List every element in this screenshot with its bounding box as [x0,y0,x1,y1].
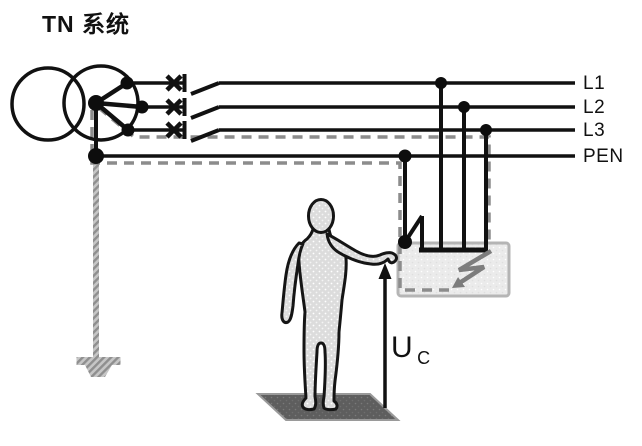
fuse-switch-l1 [165,74,220,96]
earth-symbol-base [85,365,112,377]
earth-electrode-icon [76,158,121,377]
person-body [297,227,348,412]
label-l3: L3 [583,120,605,141]
switch-blade-l1 [190,81,220,96]
fault-lightning-arrowhead [452,277,465,288]
uc-symbol: U [391,331,413,364]
junction-dots [88,76,492,249]
contact-dot [398,235,412,249]
diagram-title: TN 系统 [42,11,131,37]
tap-dot-pen [398,149,412,163]
pen-earth-node-dot [88,148,104,164]
fuse-switch-l3 [165,121,220,143]
fault-lightning-icon [452,249,493,288]
winding-dot-l2 [135,100,149,114]
transformer-primary-winding [10,66,86,142]
fault-lightning-zigzag [457,249,493,284]
person-left-arm [280,241,305,324]
touch-voltage-label: U C [391,331,430,368]
person-right-arm [325,232,398,266]
conductor-lines [96,81,575,158]
person-figure [280,198,398,412]
tap-dot-l1 [435,77,447,89]
fuse-icon-l1-cross [165,74,183,92]
pe-dashed-path-lower [90,110,453,292]
appliance-feed [403,83,488,253]
touch-voltage-arrow [378,263,392,408]
fuse-switch-group [165,74,220,143]
earth-symbol-bar [76,357,121,365]
fuse-icon-l3-cross [165,121,183,139]
winding-dot-l1 [120,76,134,90]
switch-blade-l2 [190,105,220,120]
uc-arrowhead-icon [378,263,392,279]
label-l2: L2 [583,97,605,118]
uc-subscript: C [417,348,430,368]
switch-blade-l3 [190,128,220,143]
fuse-icon-l2-cross [165,98,183,116]
star-point-dot [88,95,104,111]
earth-conductor [93,158,99,358]
label-l1: L1 [583,73,605,94]
person-head [307,198,335,234]
label-pen: PEN [583,146,624,167]
tap-dot-l3 [480,124,492,136]
winding-dot-l3 [121,123,135,137]
tap-dot-l2 [458,101,470,113]
fuse-switch-l2 [165,98,220,120]
